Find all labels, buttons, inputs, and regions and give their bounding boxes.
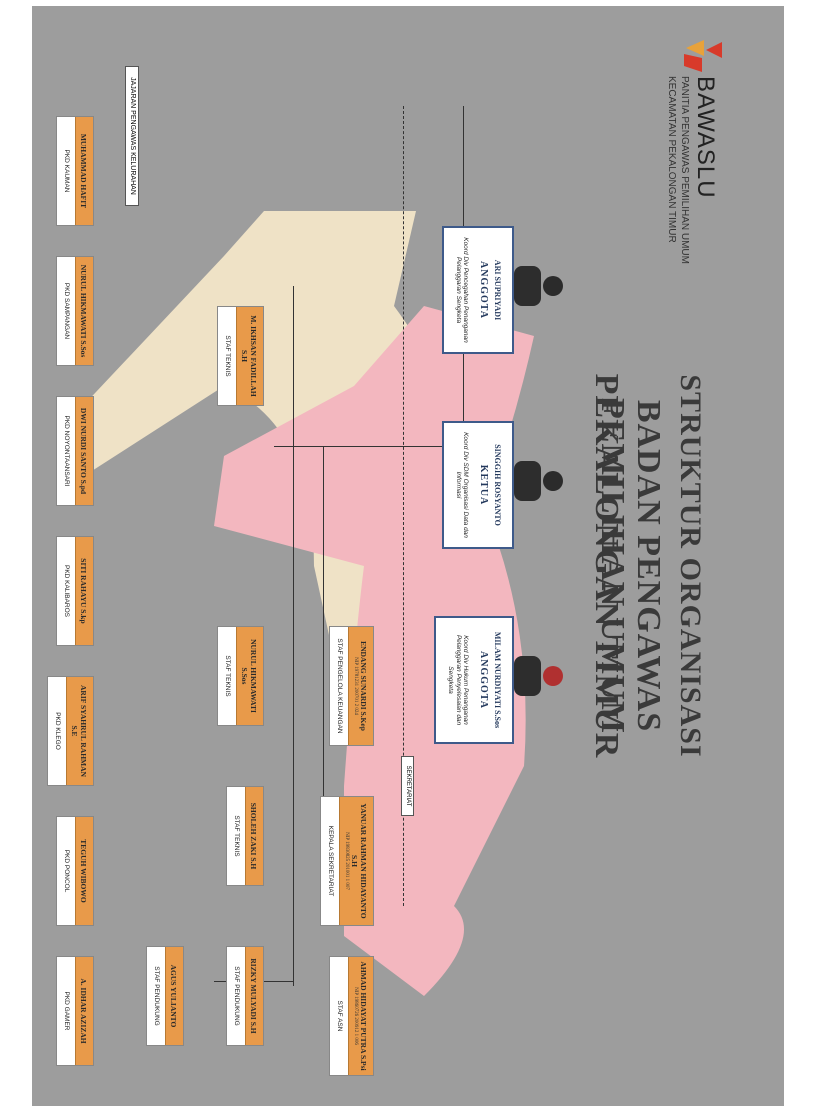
staff-role: STAF TEKNIS <box>233 815 240 857</box>
staff-role: STAF TEKNIS <box>224 335 231 377</box>
secretariat-label: SEKRETARIAT <box>400 756 414 816</box>
pkd-role: PKD KALIBAROS <box>63 564 70 618</box>
leader-photo <box>514 256 569 316</box>
connector-secretariat <box>323 446 324 836</box>
pkd-card: TEGUH WIBOWO PKD PONCOL <box>56 816 94 926</box>
pkd-card: NURUL HIKMAWATI S.Sos PKD SAMPANGAN <box>56 256 94 366</box>
staff-role: STAF PENDUKUNG <box>153 966 160 1026</box>
pkd-role: PKD SAMPANGAN <box>63 282 70 340</box>
staff-role: STAF PENDUKUNG <box>233 966 240 1026</box>
staff-card: RIZKY MULYADI S.H STAF PENDUKUNG <box>226 946 264 1046</box>
staff-card: SHOLEH ZAKI S.H STAF TEKNIS <box>226 786 264 886</box>
staff-card: M. IKHSAN FADILLAH S.H STAF TEKNIS <box>217 306 264 406</box>
pkd-card: SITI RAHAYU S.kp PKD KALIBAROS <box>56 536 94 646</box>
pkd-name: ARIF SYAHRUL RAHMAN S.E <box>66 677 93 785</box>
org-line-2: KECAMATAN PEKALONGAN TIMUR <box>666 76 678 243</box>
staff-role: KEPALA SEKRETARIAT <box>327 825 334 897</box>
staff-name: SHOLEH ZAKI S.H <box>245 787 263 885</box>
rotated-canvas: BAWASLU PANITIA PENGAWAS PEMILIHAN UMUM … <box>32 6 784 1106</box>
pkd-name: A. IDHAR AZIZAH <box>75 957 93 1065</box>
leader-role: Koord Div Hukum Penanganan Pelanggaran P… <box>446 634 470 726</box>
leader-role: Koord Div Pencegahan Penanganan Pelangga… <box>454 237 470 343</box>
org-chart-poster: BAWASLU PANITIA PENGAWAS PEMILIHAN UMUM … <box>32 6 784 1106</box>
staff-card: AGUS YULIANTO STAF PENDUKUNG <box>146 946 184 1046</box>
staff-name: M. IKHSAN FADILLAH S.H <box>236 307 263 405</box>
pkd-label: JAJARAN PENGAWAS KELURAHAN <box>124 66 139 206</box>
pkd-role: PKD KLEGO <box>54 712 61 750</box>
page-title-line-1: STRUKTUR ORGANISASI <box>674 374 707 758</box>
pkd-name: DWI NURDI SANTO S.pd <box>75 397 93 505</box>
staff-role: STAF TEKNIS <box>224 655 231 697</box>
org-line-1: PANITIA PENGAWAS PEMILIHAN UMUM <box>679 76 690 264</box>
pkd-name: SITI RAHAYU S.kp <box>75 537 93 645</box>
pkd-name: MUHAMMAD HAFIT <box>75 117 93 225</box>
pkd-card: DWI NURDI SANTO S.pd PKD NOYONTAANSARI <box>56 396 94 506</box>
pkd-card: MUHAMMAD HAFIT PKD KAUMAN <box>56 116 94 226</box>
staff-role: STAF PENGELOLA KEUANGAN <box>336 638 343 734</box>
pkd-role: PKD GAMER <box>63 991 70 1031</box>
pkd-role: PKD PONCOL <box>63 849 70 893</box>
brand-name: BAWASLU <box>692 76 719 199</box>
pkd-card: ARIF SYAHRUL RAHMAN S.E PKD KLEGO <box>47 676 94 786</box>
pkd-card: A. IDHAR AZIZAH PKD GAMER <box>56 956 94 1066</box>
staff-role: STAF ASN <box>336 1000 343 1032</box>
connector-leader-staff <box>274 446 464 447</box>
bawaslu-logo-icon <box>675 36 726 74</box>
staff-card: NURUL HIKMAWATI S.Sos STAF TEKNIS <box>217 626 264 726</box>
connector-staff-row <box>293 286 294 986</box>
leader-role: Koord Div SDM Organisasi Data dan Inform… <box>454 432 470 538</box>
leader-photo <box>514 646 569 706</box>
staff-name: RIZKY MULYADI S.H <box>245 947 263 1045</box>
pkd-role: PKD KAUMAN <box>63 149 70 193</box>
pkd-name: NURUL HIKMAWATI S.Sos <box>75 257 93 365</box>
staff-name: AGUS YULIANTO <box>165 947 183 1045</box>
page-title-line-3: PEKALONGAN TIMUR <box>588 373 625 759</box>
leader-photo <box>514 451 569 511</box>
logo-text: BAWASLU PANITIA PENGAWAS PEMILIHAN UMUM … <box>665 76 720 264</box>
staff-name: NURUL HIKMAWATI S.Sos <box>236 627 263 725</box>
pkd-role: PKD NOYONTAANSARI <box>63 415 70 487</box>
pkd-name: TEGUH WIBOWO <box>75 817 93 925</box>
